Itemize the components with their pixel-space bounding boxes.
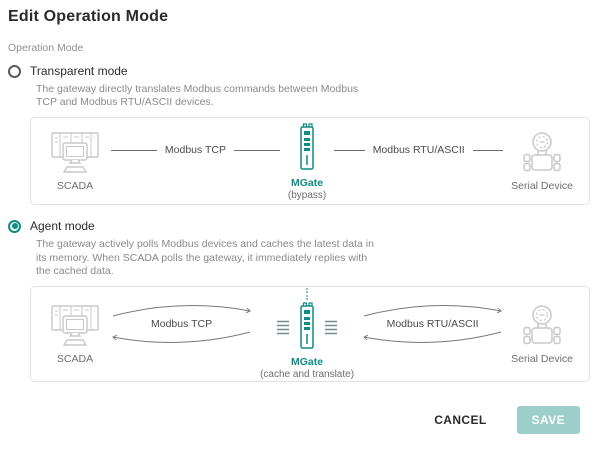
modbus-tcp-label: Modbus TCP xyxy=(147,318,217,331)
serial-device-label: Serial Device xyxy=(511,352,573,365)
radio-agent-mode[interactable]: Agent mode xyxy=(8,219,590,233)
serial-device-node: Serial Device xyxy=(511,304,573,365)
scada-label: SCADA xyxy=(56,352,94,365)
serial-device-icon xyxy=(523,132,561,172)
agent-mode-label: Agent mode xyxy=(30,219,95,234)
double-arrow-icon xyxy=(107,305,256,344)
radio-selected-icon[interactable] xyxy=(8,219,21,233)
modbus-tcp-duplex-link: Modbus TCP xyxy=(107,296,256,352)
link-line xyxy=(334,149,365,151)
link-line xyxy=(472,149,504,151)
edit-operation-mode-dialog: Edit Operation Mode Operation Mode Trans… xyxy=(8,8,590,435)
serial-device-node: Serial Device xyxy=(511,131,573,192)
modbus-tcp-link: Modbus TCP xyxy=(111,144,280,156)
cancel-button[interactable]: CANCEL xyxy=(430,407,490,433)
cached-data-icon xyxy=(277,320,290,335)
serial-device-icon xyxy=(523,304,561,344)
dotted-link-icon xyxy=(306,288,309,301)
scada-icon xyxy=(51,304,99,346)
save-button[interactable]: SAVE xyxy=(516,406,580,435)
mgate-node: MGate (cache and translate) xyxy=(260,288,354,380)
modbus-rtu-link: Modbus RTU/ASCII xyxy=(334,144,504,157)
dialog-title: Edit Operation Mode xyxy=(8,8,169,25)
radio-unselected-icon[interactable] xyxy=(8,64,21,78)
cached-data-icon xyxy=(325,320,338,335)
agent-mode-diagram: SCADA Modbus TCP xyxy=(30,286,590,383)
transparent-mode-diagram: SCADA Modbus TCP MGate xyxy=(30,117,590,206)
radio-transparent-mode[interactable]: Transparent mode xyxy=(8,64,590,78)
mgate-label: MGate xyxy=(291,176,324,189)
mgate-icon xyxy=(300,302,314,349)
scada-node: SCADA xyxy=(47,304,103,365)
mgate-icon xyxy=(300,123,314,170)
mgate-note: (cache and translate) xyxy=(260,369,355,381)
transparent-mode-label: Transparent mode xyxy=(30,64,128,78)
modbus-rtu-label: Modbus RTU/ASCII xyxy=(372,144,465,157)
transparent-mode-description: The gateway directly translates Modbus c… xyxy=(36,83,359,109)
link-line xyxy=(111,149,157,151)
mgate-label: MGate xyxy=(291,356,324,369)
scada-label: SCADA xyxy=(56,179,94,192)
scada-node: SCADA xyxy=(47,131,103,192)
operation-mode-field-label: Operation Mode xyxy=(8,42,84,54)
modbus-rtu-duplex-link: Modbus RTU/ASCII xyxy=(358,296,507,352)
serial-device-label: Serial Device xyxy=(511,179,573,192)
mgate-node: MGate (bypass) xyxy=(288,122,326,201)
double-arrow-icon xyxy=(358,305,507,344)
modbus-tcp-label: Modbus TCP xyxy=(164,144,226,157)
modbus-rtu-label: Modbus RTU/ASCII xyxy=(382,318,483,331)
dialog-footer: CANCEL SAVE xyxy=(8,406,590,435)
scada-icon xyxy=(51,132,99,173)
link-line xyxy=(234,149,280,151)
mgate-note: (bypass) xyxy=(287,189,327,201)
agent-mode-description: The gateway actively polls Modbus device… xyxy=(36,238,374,277)
